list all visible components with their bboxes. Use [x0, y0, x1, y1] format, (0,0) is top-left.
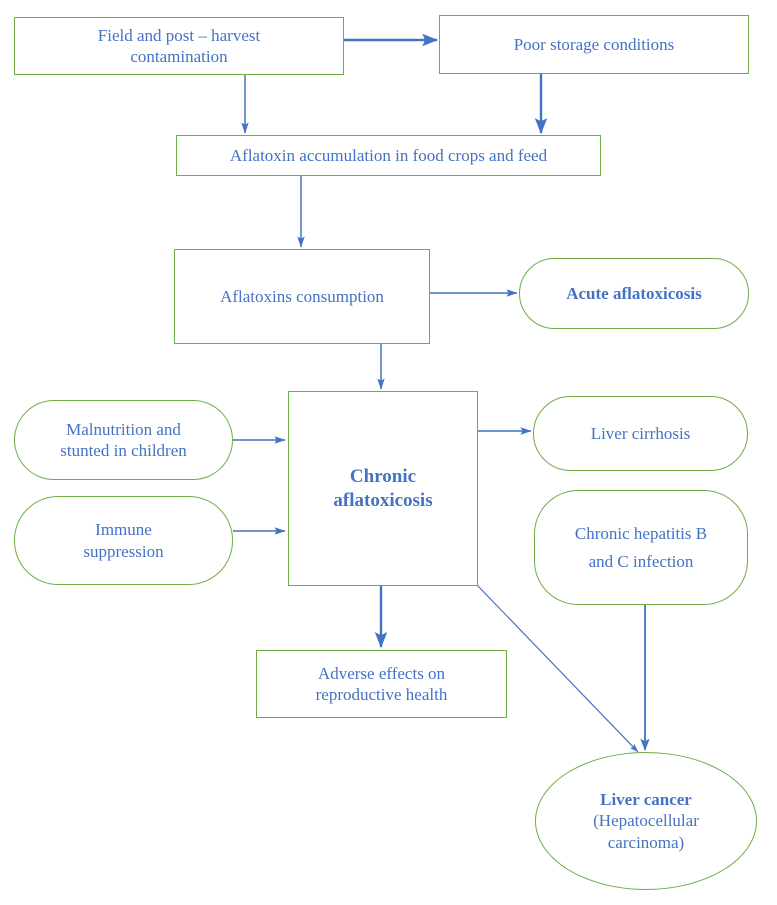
node-liver-cirrhosis[interactable]: Liver cirrhosis: [533, 396, 748, 471]
node-field-contamination-line2: contamination: [130, 47, 228, 66]
node-liver-cancer-text: Liver cancer (Hepatocellular carcinoma): [544, 789, 748, 853]
node-poor-storage-text: Poor storage conditions: [448, 34, 740, 55]
node-immune-suppression-text: Immune suppression: [23, 519, 224, 562]
node-chronic-aflatoxicosis-text: Chronic aflatoxicosis: [297, 465, 469, 513]
node-acute-aflatoxicosis[interactable]: Acute aflatoxicosis: [519, 258, 749, 329]
node-aflatoxins-consumption-text: Aflatoxins consumption: [183, 286, 421, 307]
node-acute-aflatoxicosis-line1: Acute aflatoxicosis: [566, 283, 702, 303]
node-aflatoxin-accumulation[interactable]: Aflatoxin accumulation in food crops and…: [176, 135, 601, 176]
node-aflatoxins-consumption[interactable]: Aflatoxins consumption: [174, 249, 430, 344]
node-liver-cancer-line3: carcinoma): [607, 832, 685, 852]
node-liver-cirrhosis-text: Liver cirrhosis: [542, 423, 739, 444]
node-liver-cancer-line2: (Hepatocellular: [593, 811, 699, 831]
node-malnutrition-stunting-text: Malnutrition and stunted in children: [23, 419, 224, 462]
node-chronic-aflatoxicosis-line2: aflatoxicosis: [333, 489, 433, 511]
node-poor-storage[interactable]: Poor storage conditions: [439, 15, 749, 74]
node-chronic-hepatitis-line1: Chronic hepatitis B: [574, 524, 708, 544]
node-chronic-hepatitis-text: Chronic hepatitis B and C infection: [543, 517, 739, 578]
node-liver-cancer[interactable]: Liver cancer (Hepatocellular carcinoma): [535, 752, 757, 890]
node-acute-aflatoxicosis-text: Acute aflatoxicosis: [528, 283, 740, 304]
node-aflatoxins-consumption-line1: Aflatoxins consumption: [220, 286, 384, 306]
node-malnutrition-stunting-line2: stunted in children: [60, 441, 187, 460]
node-aflatoxin-accumulation-line1: Aflatoxin accumulation in food crops and…: [229, 145, 548, 165]
node-reproductive-health[interactable]: Adverse effects on reproductive health: [256, 650, 507, 718]
node-chronic-aflatoxicosis[interactable]: Chronic aflatoxicosis: [288, 391, 478, 586]
node-liver-cancer-line1: Liver cancer: [600, 790, 692, 810]
node-aflatoxin-accumulation-text: Aflatoxin accumulation in food crops and…: [185, 145, 592, 166]
node-reproductive-health-text: Adverse effects on reproductive health: [265, 663, 498, 706]
node-chronic-hepatitis[interactable]: Chronic hepatitis B and C infection: [534, 490, 748, 605]
node-malnutrition-stunting-line1: Malnutrition and: [66, 419, 181, 439]
node-malnutrition-stunting[interactable]: Malnutrition and stunted in children: [14, 400, 233, 480]
node-chronic-aflatoxicosis-line1: Chronic: [349, 465, 417, 487]
node-field-contamination[interactable]: Field and post – harvest contamination: [14, 17, 344, 75]
node-immune-suppression[interactable]: Immune suppression: [14, 496, 233, 585]
node-field-contamination-text: Field and post – harvest contamination: [23, 25, 335, 68]
node-immune-suppression-line1: Immune: [95, 520, 152, 540]
node-chronic-hepatitis-line2: and C infection: [588, 551, 694, 571]
node-immune-suppression-line2: suppression: [83, 541, 164, 561]
node-liver-cirrhosis-line1: Liver cirrhosis: [590, 423, 691, 443]
node-reproductive-health-line2: reproductive health: [315, 685, 448, 704]
node-reproductive-health-line1: Adverse effects on: [317, 663, 446, 683]
node-field-contamination-line1: Field and post – harvest: [97, 25, 261, 45]
node-poor-storage-line1: Poor storage conditions: [513, 34, 675, 54]
